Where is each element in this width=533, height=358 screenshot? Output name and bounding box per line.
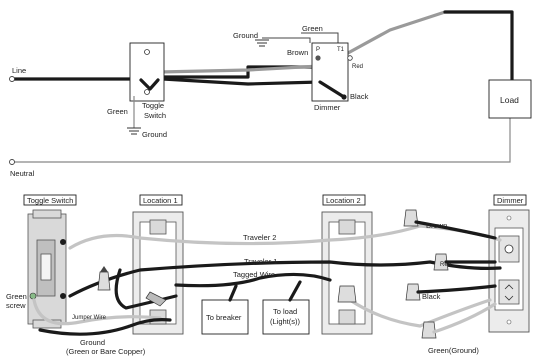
wire-nut-loc2d <box>421 321 437 339</box>
ground-bottom-wire <box>38 318 172 336</box>
location1-tag-box <box>139 194 183 206</box>
load-black-wire <box>443 10 514 84</box>
red-bottom-label: Red <box>440 262 451 268</box>
location1-box <box>132 211 184 335</box>
line-terminal <box>9 76 15 82</box>
dimmer-terminal-red <box>347 55 353 61</box>
to-load-label-line1: To load <box>273 307 297 316</box>
wire-nut-loc2c <box>405 283 421 301</box>
green-ground-label: Green(Ground) <box>428 346 479 355</box>
black-bottom-label: Black <box>422 292 441 301</box>
ground-bottom-label-line1: Ground <box>80 338 105 347</box>
schematic-top: Toggle Switch Green Ground Ground Green … <box>9 10 532 178</box>
brown-bottom-label: Brown <box>426 221 447 230</box>
green-top-wire <box>301 32 339 43</box>
wire-nut-loc2b <box>433 253 449 271</box>
load-lead <box>288 280 302 302</box>
location2-tag-box <box>322 194 366 206</box>
toggle-switch-device <box>27 209 67 329</box>
green-screw-label-line1: Green <box>6 292 27 301</box>
neutral-wire <box>14 118 511 163</box>
dimmer-device <box>488 209 530 333</box>
tagged-wire <box>174 272 332 288</box>
lower-grey-wire-2 <box>348 298 492 328</box>
traveler2-label: Traveler 2 <box>243 233 276 242</box>
green-screw-label-line2: screw <box>6 301 26 310</box>
ground-top-wire <box>262 37 311 43</box>
dimmer-brown-lead <box>414 220 497 240</box>
lower-grey-wire-1 <box>32 298 162 326</box>
traveler1-label: Traveler 1 <box>244 257 277 266</box>
ground-bottom-label-line2: (Green or Bare Copper) <box>66 347 146 356</box>
toggle-lever <box>139 78 160 91</box>
to-load-label-line2: (Light(s)) <box>270 317 301 326</box>
ground-left-label: Ground <box>142 130 167 139</box>
terminal-p-label: P <box>316 47 320 53</box>
location2-tag: Location 2 <box>326 196 361 205</box>
neutral-terminal <box>9 159 15 165</box>
to-load-box <box>262 299 310 335</box>
dimmer-wire-black <box>318 80 346 99</box>
wire-nut-loc2e <box>337 285 357 303</box>
green-top-label: Green <box>302 24 323 33</box>
line-label: Line <box>12 66 26 75</box>
dimmer-black-lead <box>416 284 497 294</box>
location1-black-wire <box>114 268 178 310</box>
dimmer-tag-box <box>493 194 527 206</box>
to-breaker-box <box>201 299 249 335</box>
ground-top-label: Ground <box>233 31 258 40</box>
neutral-label: Neutral <box>10 169 35 178</box>
ground-top-icon <box>255 39 269 47</box>
toggle-switch-tag: Toggle Switch <box>27 196 73 205</box>
load-box <box>488 79 532 119</box>
ground-left-icon <box>127 127 141 135</box>
green-left-label: Green <box>107 107 128 116</box>
dimmer-tag: Dimmer <box>497 196 524 205</box>
terminal-t1-label: T1 <box>337 47 345 53</box>
location2-box <box>321 211 373 335</box>
dimmer-box <box>311 42 349 102</box>
dimmer-green-lead <box>432 302 497 334</box>
toggle-screw-bottom <box>144 89 150 95</box>
red-label: Red <box>352 64 363 70</box>
toggle-label-line2: Switch <box>144 111 166 120</box>
dimmer-label: Dimmer <box>314 103 341 112</box>
brown-label: Brown <box>287 48 308 57</box>
location1-tag: Location 1 <box>143 196 178 205</box>
tagged-wire-label: Tagged Wire <box>233 270 275 279</box>
dimmer-terminal-brown <box>315 55 321 61</box>
wire-nut-loc1b <box>145 291 167 307</box>
toggle-switch-tag-box <box>23 194 77 206</box>
black-label: Black <box>350 92 369 101</box>
to-breaker-label: To breaker <box>206 313 242 322</box>
toggle-label-line1: Toggle <box>142 101 164 110</box>
pictorial-bottom: Toggle Switch Location 1 Location 2 Dimm… <box>6 194 530 356</box>
breaker-lead <box>228 284 238 302</box>
load-label: Load <box>500 95 519 105</box>
toggle-screw-top <box>144 49 150 55</box>
jumper-wire-label: Jumper Wire <box>72 315 107 321</box>
wire-nut-loc1 <box>97 266 111 291</box>
